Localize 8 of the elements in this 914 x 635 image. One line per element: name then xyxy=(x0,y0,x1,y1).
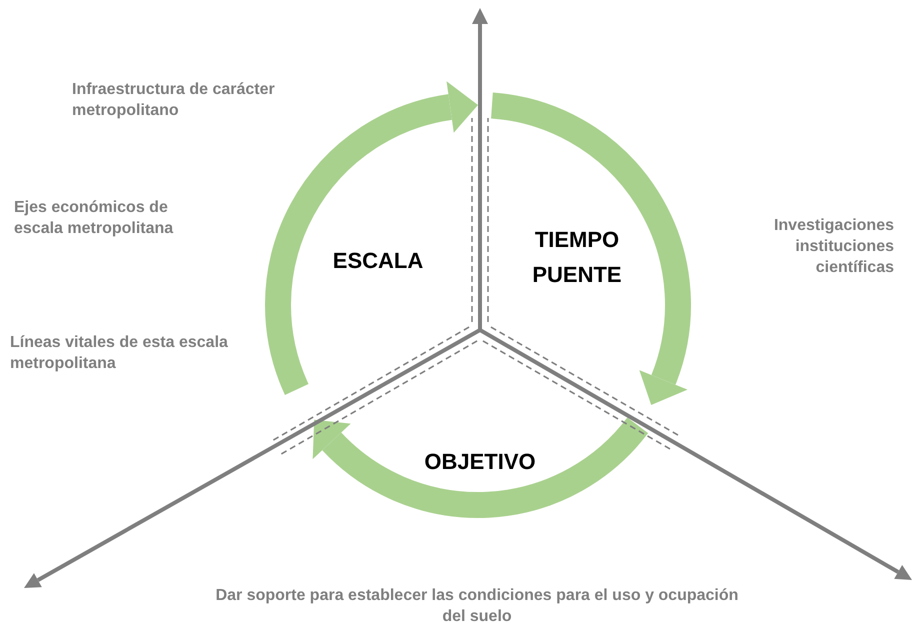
sector-title: ESCALA xyxy=(332,247,424,275)
side-note: Ejes económicos de escala metropolitana xyxy=(14,198,174,239)
side-note: Investigaciones instituciones científicas xyxy=(772,216,894,278)
sector-title: TIEMPO PUENTE xyxy=(531,226,623,290)
side-note: Líneas vitales de esta escala metropolitana xyxy=(10,333,229,374)
side-note: Dar soporte para establecer las condiciones para el uso y ocupación del suelo xyxy=(214,586,740,627)
side-note: Infraestructura de carácter metropolitano xyxy=(72,80,276,121)
sector-title: OBJETIVO xyxy=(423,448,537,476)
